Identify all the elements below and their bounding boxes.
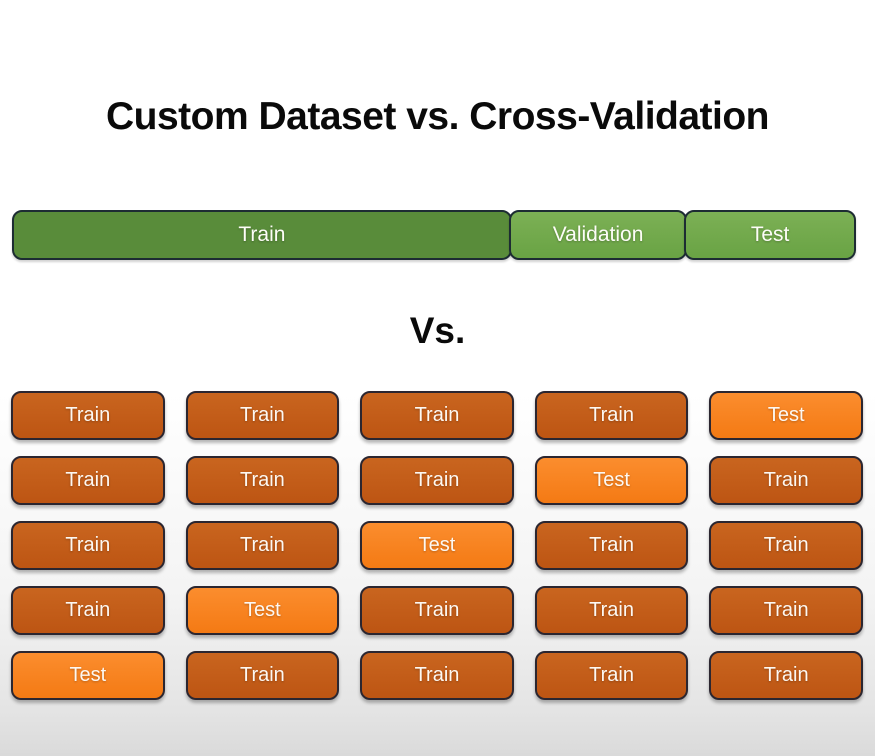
fold-cell-test: Test	[11, 651, 165, 700]
fold-cell-test: Test	[534, 456, 689, 505]
fold-cell-train: Train	[11, 521, 165, 570]
fold-cell-test: Test	[360, 521, 514, 570]
split-segment-train: Train	[12, 210, 512, 260]
fold-cell-train: Train	[534, 521, 689, 570]
fold-cell-train: Train	[709, 521, 863, 570]
fold-cell-train: Train	[534, 391, 689, 440]
fold-cell-train: Train	[185, 521, 340, 570]
fold-cell-train: Train	[360, 651, 514, 700]
fold-cell-train: Train	[185, 456, 340, 505]
page-title: Custom Dataset vs. Cross-Validation	[105, 95, 770, 138]
fold-cell-train: Train	[534, 651, 689, 700]
fold-cell-test: Test	[185, 586, 340, 635]
fold-cell-train: Train	[11, 586, 165, 635]
fold-cell-train: Train	[709, 651, 863, 700]
fold-cell-train: Train	[185, 651, 340, 700]
fold-cell-train: Train	[534, 586, 689, 635]
vs-label: Vs.	[409, 310, 466, 351]
split-segment-test: Test	[684, 210, 856, 260]
fold-cell-train: Train	[709, 586, 863, 635]
fold-cell-train: Train	[11, 456, 165, 505]
fold-cell-train: Train	[360, 586, 514, 635]
split-segment-validation: Validation	[508, 210, 688, 260]
fold-cell-test: Test	[709, 391, 863, 440]
fold-cell-train: Train	[360, 456, 514, 505]
fold-cell-train: Train	[185, 391, 340, 440]
fold-cell-train: Train	[360, 391, 514, 440]
fold-cell-train: Train	[709, 456, 863, 505]
fold-cell-train: Train	[11, 391, 165, 440]
